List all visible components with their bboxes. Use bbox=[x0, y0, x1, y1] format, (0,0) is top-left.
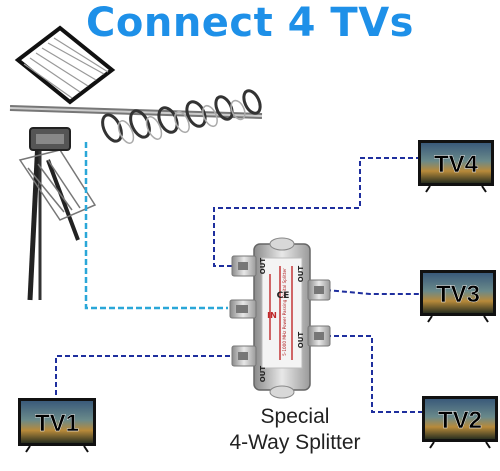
coax-cable-tv2 bbox=[326, 335, 422, 413]
splitter-icon: 5-1000 MHz Power Passing Digital Splitte… bbox=[229, 237, 331, 399]
coax-cable-tv3 bbox=[325, 289, 420, 295]
tv3-label: TV3 bbox=[436, 281, 480, 308]
splitter-label-text: 5-1000 MHz Power Passing Digital Splitte… bbox=[282, 268, 287, 356]
ce-mark: CE bbox=[277, 291, 290, 301]
port-label-out: OUT bbox=[297, 266, 305, 283]
coax-cable-tv1 bbox=[55, 355, 230, 400]
tv3-icon: TV3 bbox=[420, 270, 496, 323]
port-label-out: OUT bbox=[259, 258, 267, 275]
antenna-coax-cable bbox=[84, 142, 228, 310]
port-label-out: OUT bbox=[259, 366, 267, 383]
tv4-icon: TV4 bbox=[418, 140, 494, 193]
tv1-label: TV1 bbox=[35, 410, 79, 437]
caption-line-1: Special bbox=[260, 405, 330, 428]
port-label-in: IN bbox=[267, 311, 277, 320]
splitter-caption: Special 4-Way Splitter bbox=[220, 404, 370, 456]
tv1-icon: TV1 bbox=[18, 398, 96, 453]
tv2-icon: TV2 bbox=[422, 396, 498, 449]
caption-line-2: 4-Way Splitter bbox=[229, 431, 361, 454]
antenna-icon bbox=[9, 25, 263, 301]
page-title: Connect 4 TVs bbox=[86, 0, 414, 46]
coax-cable-tv4 bbox=[213, 157, 418, 267]
port-label-out: OUT bbox=[297, 332, 305, 349]
tv2-label: TV2 bbox=[438, 407, 482, 434]
tv4-label: TV4 bbox=[434, 151, 479, 178]
